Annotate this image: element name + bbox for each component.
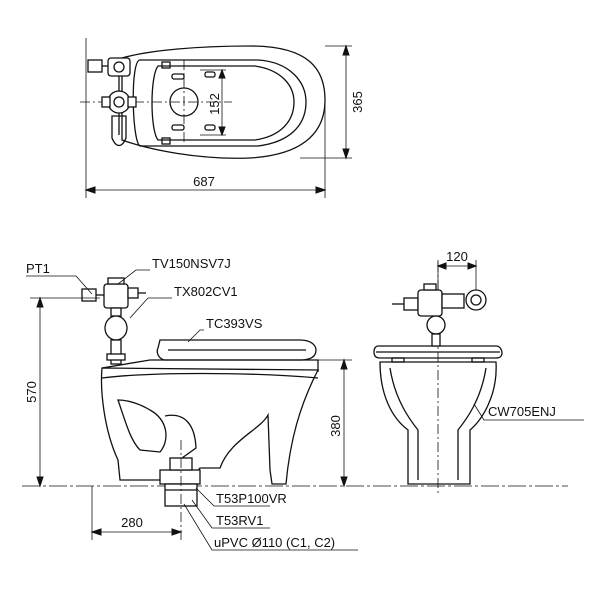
side-flush-tube (110, 339, 122, 365)
leader-pt1 (26, 275, 93, 295)
side-valve-cap (107, 277, 125, 285)
front-supply-pipe (441, 293, 465, 309)
side-trapway-2 (164, 414, 197, 459)
top-slot-4 (204, 124, 216, 131)
front-bowl-inner-left (389, 367, 419, 480)
top-slot-3 (204, 71, 216, 78)
side-valve-handle-nut (127, 287, 139, 299)
label-tx802cv1: TX802CV1 (174, 284, 238, 299)
leader-upvc (183, 503, 358, 551)
side-rim-line (101, 372, 319, 379)
top-valve-inlet (87, 59, 103, 73)
dim-365-label: 365 (350, 91, 365, 113)
label-pt1: PT1 (26, 261, 50, 276)
front-vacuum-breaker (426, 315, 446, 335)
dim-152-label: 152 (207, 93, 222, 115)
side-spud-nut (106, 353, 126, 361)
dim-687-label: 687 (193, 174, 215, 189)
side-vacuum-breaker (104, 315, 128, 341)
top-valve-knob (113, 61, 125, 73)
dim-380-arrow-bottom (340, 476, 348, 488)
label-t53rv1: T53RV1 (216, 513, 263, 528)
dim-152-arrow-top (218, 68, 226, 79)
front-flush-tube (431, 333, 441, 347)
dim-280-label: 280 (121, 515, 143, 530)
front-flush-valve (392, 283, 487, 347)
top-slot-2 (171, 124, 185, 131)
dim-280-arrow-left (90, 528, 102, 536)
side-outlet-flange (159, 469, 201, 485)
top-flush-valve (87, 57, 137, 147)
top-valve-handle (111, 115, 127, 147)
side-flush-valve (81, 277, 146, 365)
top-hinge-left (161, 61, 171, 69)
front-lid (373, 345, 503, 359)
side-valve-body (103, 283, 129, 309)
leader-t53p (195, 487, 270, 507)
top-hinge-right (161, 137, 171, 145)
top-view: 152 365 687 (80, 38, 365, 198)
top-valve-vb-inner (113, 96, 125, 108)
dim-570-arrow-top (36, 296, 44, 308)
front-view: 120 CW705ENJ (373, 249, 584, 494)
dim-687-arrow-left (84, 186, 96, 194)
side-view: PT1 TV150NSV7J TX802CV1 TC393VS T53P100V… (22, 256, 568, 551)
dim-570-arrow-bottom (36, 476, 44, 488)
front-valve-body (417, 289, 443, 317)
leader-tv150 (117, 269, 150, 285)
top-valve-side-right (127, 96, 137, 108)
dim-380-label: 380 (328, 415, 343, 437)
leader-tc393 (187, 329, 204, 343)
dim-570-label: 570 (24, 381, 39, 403)
dim-120-label: 120 (446, 249, 468, 264)
side-trapway (117, 399, 167, 453)
leader-cw705 (473, 403, 584, 421)
dim-380-arrow-top (340, 358, 348, 370)
top-valve-side-left (101, 96, 111, 108)
front-bowl-inner-right (457, 367, 487, 480)
side-bowl-body (100, 367, 320, 485)
dim-687-arrow-right (315, 186, 327, 194)
top-lid-outline (151, 65, 295, 141)
leader-t53rv (191, 499, 270, 529)
dim-280-arrow-right (171, 528, 183, 536)
label-tc393vs: TC393VS (206, 316, 263, 331)
dim-120-arrow-left (436, 262, 447, 270)
dim-152-arrow-bottom (218, 126, 226, 137)
front-handle-nut (403, 297, 419, 311)
front-valve-cap (423, 283, 437, 291)
label-cw705enj: CW705ENJ (488, 404, 556, 419)
side-seat (156, 339, 317, 361)
label-upvc: uPVC Ø110 (C1, C2) (214, 535, 335, 550)
side-vb-nut (110, 307, 122, 317)
label-t53p100vr: T53P100VR (216, 491, 287, 506)
front-supply-stop-inner (470, 294, 482, 306)
dim-120-arrow-right (467, 262, 478, 270)
dim-365-arrow-top (342, 44, 350, 56)
label-tv150nsv7j: TV150NSV7J (152, 256, 231, 271)
front-bowl (379, 361, 497, 485)
top-slot-1 (171, 73, 185, 80)
dim-365-arrow-bottom (342, 148, 350, 160)
leader-tx802 (129, 297, 172, 319)
